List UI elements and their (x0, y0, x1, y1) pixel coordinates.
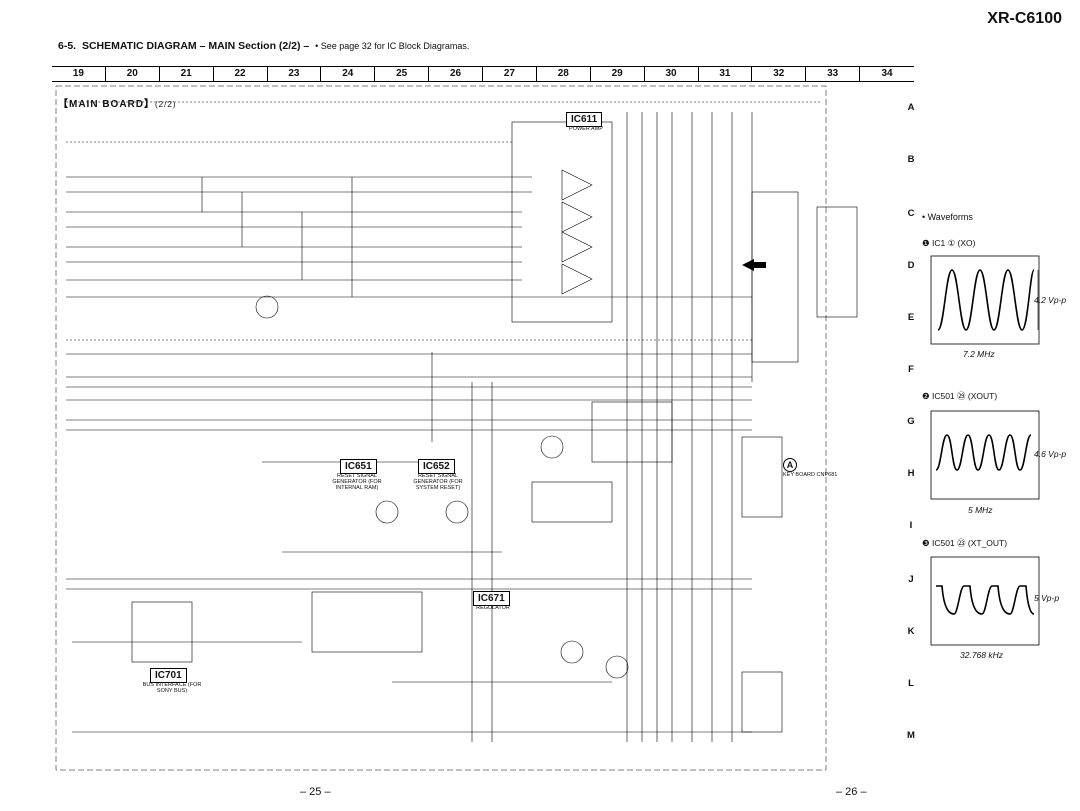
waveform-1-plot (930, 255, 1040, 345)
waveform-1-label: ❶ IC1 ① (XO) (922, 238, 976, 248)
ic701-label: IC701 (150, 668, 187, 683)
ic651-description: RESET SIGNAL GENERATOR (FOR INTERNAL RAM… (332, 473, 382, 491)
waveform-3-frequency: 32.768 kHz (960, 650, 1003, 660)
waveform-1-amplitude: 4.2 Vp-p (1034, 295, 1067, 305)
row-label: F (908, 364, 914, 375)
column-label: 23 (268, 67, 322, 81)
board-part: (2/2) (155, 100, 177, 109)
board-name: 【MAIN BOARD】 (58, 99, 155, 110)
column-label: 21 (160, 67, 214, 81)
section-note: • See page 32 for IC Block Diagramas. (315, 41, 470, 51)
ic652-description: RESET SIGNAL GENERATOR (FOR SYSTEM RESET… (413, 473, 463, 491)
column-label: 34 (881, 68, 893, 79)
row-label: J (908, 574, 914, 585)
page-number-right: – 26 – (836, 786, 867, 798)
row-label: A (907, 102, 915, 113)
ic671-label: IC671 (473, 591, 510, 606)
ic651-label: IC651 (340, 459, 377, 474)
column-label: 22 (214, 67, 268, 81)
row-label: D (907, 260, 915, 271)
column-label: 31 (699, 67, 753, 81)
schematic-diagram (55, 85, 858, 771)
section-title: 6-5. SCHEMATIC DIAGRAM – MAIN Section (2… (58, 40, 469, 52)
waveform-1-frequency: 7.2 MHz (963, 349, 995, 359)
row-label: C (907, 208, 915, 219)
section-number: 6-5. (58, 40, 77, 52)
ic611-description: POWER AMP (569, 126, 603, 132)
row-label: G (907, 416, 915, 427)
ic652-label: IC652 (418, 459, 455, 474)
ic701-description: BUS INTERFACE (FOR SONY BUS) (142, 682, 202, 694)
row-label: M (907, 730, 915, 741)
waveform-2-amplitude: 4.6 Vp-p (1034, 449, 1067, 459)
row-label: B (907, 154, 915, 165)
column-label: 20 (106, 67, 160, 81)
waveforms-heading: • Waveforms (922, 212, 973, 222)
waveform-2-frequency: 5 MHz (968, 505, 993, 515)
column-label: 30 (645, 67, 699, 81)
waveform-3-label: ❸ IC501 ㉓ (XT_OUT) (922, 538, 1008, 548)
page-number-left: – 25 – (300, 786, 331, 798)
column-label: 25 (375, 67, 430, 81)
row-label: L (908, 678, 914, 689)
key-board-connector: A KEY BOARD CNP681 (783, 458, 837, 478)
column-label: 26 (429, 67, 483, 81)
ic611-label: IC611 (566, 112, 603, 127)
row-index-bar: A B C D E F G H I J K L M (903, 82, 919, 762)
column-label: 32 (752, 67, 807, 81)
ic671-description: REGULATOR (476, 605, 510, 611)
column-label: 28 (537, 67, 591, 81)
waveform-3-plot (930, 556, 1040, 646)
row-label: H (907, 468, 915, 479)
row-label: I (909, 520, 913, 531)
key-board-marker: A (783, 458, 797, 472)
waveform-3-amplitude: 5 Vp-p (1034, 593, 1060, 603)
column-label: 24 (321, 67, 376, 81)
waveform-2-plot (930, 410, 1040, 500)
waveform-2-label: ❷ IC501 ㉙ (XOUT) (922, 391, 998, 401)
column-label: 27 (483, 67, 537, 81)
row-label: K (907, 626, 915, 637)
column-label: 33 (806, 67, 861, 81)
section-heading: SCHEMATIC DIAGRAM – MAIN Section (2/2) – (81, 40, 310, 52)
column-label: 19 (52, 67, 106, 81)
row-label: E (907, 312, 915, 323)
model-name: XR-C6100 (987, 10, 1062, 27)
column-index-bar: 19 20 21 22 23 24 25 26 27 28 29 30 31 3… (52, 66, 914, 82)
board-label: 【MAIN BOARD】(2/2) (58, 95, 176, 110)
key-board-label: KEY BOARD CNP681 (783, 472, 838, 478)
column-label: 29 (591, 67, 645, 81)
